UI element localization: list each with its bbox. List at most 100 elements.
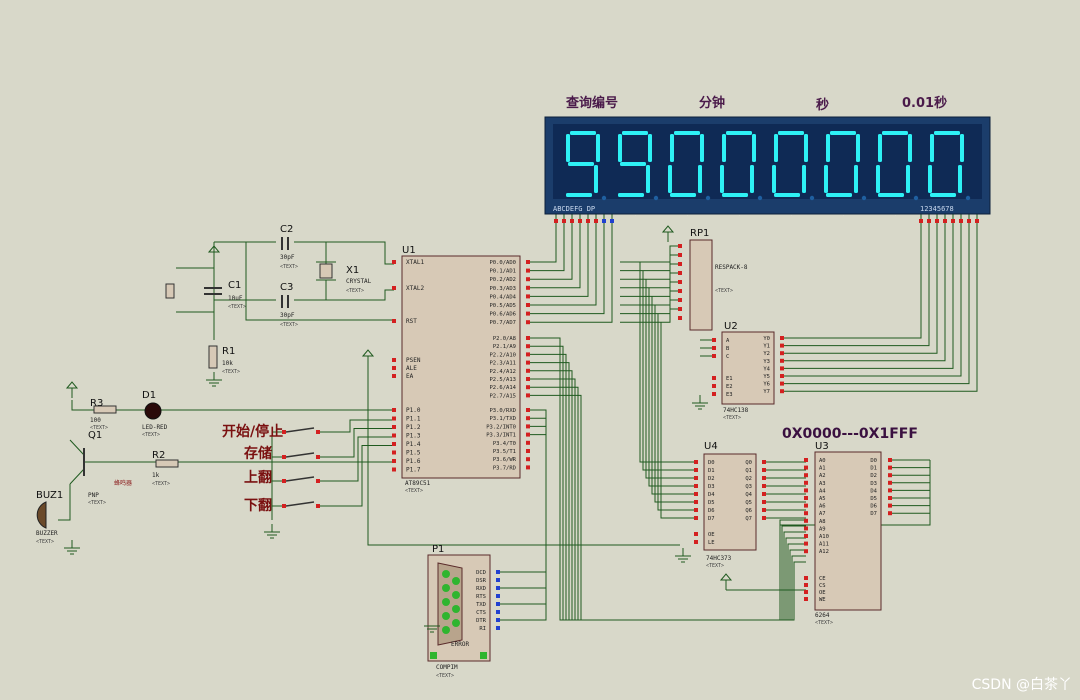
alarm-note: 蜂鸣器 — [114, 480, 133, 487]
digit-segment-c — [646, 165, 650, 193]
digit-segment-f — [722, 134, 726, 162]
wire — [318, 436, 394, 482]
u1-pin-label: P0.0/AD0 — [490, 260, 517, 266]
p1-pin-dot — [452, 619, 460, 627]
wire — [528, 228, 605, 315]
pin-marker — [526, 268, 530, 273]
u3-pin-label: A9 — [819, 526, 826, 532]
vcc-symbol — [361, 349, 375, 357]
u4-pin-label: OE — [708, 532, 715, 538]
digit-segment-e — [876, 165, 880, 193]
pin-marker — [975, 219, 979, 223]
u4-pin-label: D5 — [708, 500, 715, 506]
u4-pin-label: Q1 — [745, 468, 752, 474]
r1-body — [208, 345, 218, 369]
decimal-point — [601, 195, 607, 201]
pin-marker — [804, 541, 808, 546]
q1-emitter — [69, 468, 85, 485]
c3-tag: <TEXT> — [280, 322, 299, 328]
u1-pin-label: P3.5/T1 — [493, 449, 516, 455]
p1-pin-label: DTR — [476, 618, 487, 624]
u1-pin-label: P0.5/AD5 — [490, 303, 517, 309]
u3-pin-label: D1 — [870, 466, 877, 472]
c2-tag: <TEXT> — [280, 264, 299, 270]
digit-segment-c — [958, 165, 962, 193]
wire — [528, 228, 597, 306]
u3-pin-label: OE — [819, 590, 826, 596]
u4-pin-label: Q0 — [745, 460, 752, 466]
u1-pin-label: P0.2/AD2 — [490, 277, 517, 283]
pin-marker — [959, 219, 963, 223]
pin-marker — [554, 219, 558, 223]
u3-pin-label: D6 — [870, 504, 877, 510]
wire — [294, 241, 394, 265]
decimal-point — [653, 195, 659, 201]
wire — [782, 228, 962, 377]
pin-marker — [392, 442, 396, 446]
p1-pin-dot — [442, 626, 450, 634]
u3-pin-label: A2 — [819, 473, 826, 479]
u3-pin-label: A0 — [819, 458, 826, 464]
u1-pin-label: P0.3/AD3 — [490, 286, 517, 292]
pin-marker — [526, 457, 530, 462]
decimal-point — [913, 195, 919, 201]
digit-segment-a — [882, 131, 908, 135]
pin-marker — [712, 384, 716, 388]
push-switch — [285, 501, 315, 507]
digit-segment-c — [750, 165, 754, 193]
pin-marker — [392, 358, 396, 362]
u2-body — [721, 331, 775, 405]
digit-segment-d — [774, 193, 800, 197]
q1-designator: Q1 — [88, 430, 103, 441]
pin-marker — [282, 455, 286, 459]
button-label-down: 下翻 — [244, 498, 272, 514]
wire — [620, 263, 680, 280]
digit-segment-b — [908, 134, 912, 162]
digit-segment-b — [648, 134, 652, 162]
u4-tag: <TEXT> — [706, 563, 725, 569]
u3-pin-label: D7 — [870, 511, 877, 517]
pin-marker — [678, 271, 682, 275]
digit-value: 0 — [843, 215, 844, 217]
wire — [782, 228, 970, 385]
u2-pin-label: Y6 — [763, 382, 770, 388]
pin-marker — [694, 508, 698, 512]
digit-segment-c — [698, 165, 702, 193]
pin-marker — [526, 311, 530, 316]
pin-marker — [392, 450, 396, 455]
button-label-store: 存储 — [244, 446, 272, 462]
digit-segment-f — [826, 134, 830, 162]
digit-segment-e — [668, 165, 672, 193]
pin-marker — [780, 366, 784, 371]
u1-pin-label: P1.6 — [406, 458, 421, 465]
u1-pin-label: EA — [406, 373, 414, 380]
pin-marker — [712, 354, 716, 358]
pin-marker — [804, 590, 808, 594]
wire — [620, 254, 680, 272]
u3-pin-label: D2 — [870, 473, 877, 479]
pin-marker — [392, 425, 396, 429]
u1-pin-label: P2.4/A12 — [490, 369, 517, 375]
pin-marker — [496, 618, 500, 622]
wire — [318, 428, 394, 458]
pin-marker — [762, 460, 766, 464]
p1-pin-label: DSR — [476, 578, 487, 584]
x1-designator: X1 — [346, 265, 360, 276]
u3-pin-label: D5 — [870, 496, 877, 502]
pin-marker — [804, 496, 808, 500]
wire — [620, 272, 680, 289]
reset-switch — [165, 283, 175, 299]
wire — [782, 228, 978, 392]
pin-marker — [951, 219, 955, 223]
u1-pin-label: P1.7 — [406, 467, 421, 474]
vcc-symbol — [719, 573, 733, 581]
pin-marker — [762, 484, 766, 488]
u1-pin-label: P1.1 — [406, 416, 421, 423]
wire — [528, 378, 806, 621]
u4-pin-label: Q2 — [745, 476, 752, 482]
u2-pin-label: E2 — [726, 384, 733, 390]
u2-pin-label: Y7 — [763, 389, 770, 395]
rp1-tag: <TEXT> — [715, 288, 734, 294]
c3-value: 30pF — [280, 312, 295, 319]
wire — [782, 228, 938, 354]
